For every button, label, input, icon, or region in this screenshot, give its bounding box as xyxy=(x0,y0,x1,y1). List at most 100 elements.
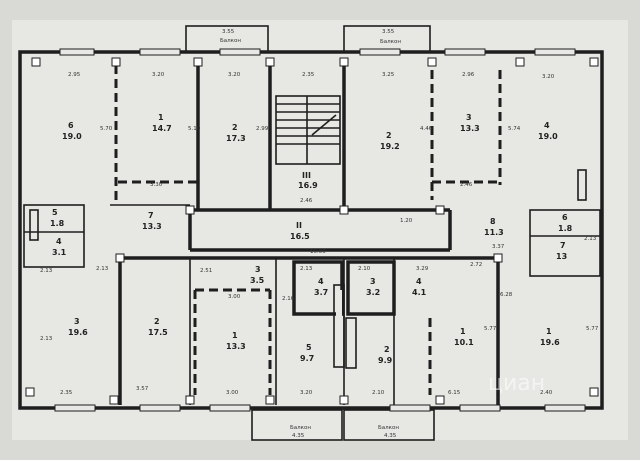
room-area: 17.3 xyxy=(226,134,246,143)
room-number: 7 xyxy=(560,241,566,250)
dim-label: 2.46 xyxy=(300,198,313,204)
room-number: 1 xyxy=(158,113,164,122)
balcony-label: Балкон xyxy=(378,425,399,431)
room-area: 3.7 xyxy=(314,288,328,297)
dim-label: 2.95 xyxy=(68,72,81,78)
room-number: 7 xyxy=(148,211,154,220)
room-number: 2 xyxy=(232,123,238,132)
room-number: 3 xyxy=(370,277,376,286)
room-area: 3.5 xyxy=(250,276,265,285)
room-number: 2 xyxy=(154,317,160,326)
dim-label: 1.20 xyxy=(400,218,413,224)
dim-label: 6.28 xyxy=(500,292,513,298)
room-number: 4 xyxy=(544,121,550,130)
room-labels: 6 19.0 1 14.7 2 17.3 III 16.9 2 19.2 3 1… xyxy=(50,113,573,365)
dim-label: 2.35 xyxy=(60,390,73,396)
room-number: III xyxy=(302,171,311,180)
room-area: 13.3 xyxy=(460,124,480,133)
dim-label: 2.46 xyxy=(460,182,473,188)
dim-label: 3.20 xyxy=(300,390,313,396)
balcony-dim: 4.35 xyxy=(292,433,305,439)
room-number: 3 xyxy=(466,113,472,122)
dim-label: 4.46 xyxy=(420,126,433,132)
dim-label: 3.20 xyxy=(228,72,241,78)
dim-label: 5.10 xyxy=(188,126,201,132)
balcony-bottom-left: Балкон 4.35 xyxy=(251,409,343,441)
dim-label: 5.77 xyxy=(586,326,599,332)
outer-wall xyxy=(18,50,604,410)
room-area: 19.2 xyxy=(380,142,400,151)
room-area: 13.3 xyxy=(226,342,246,351)
dimension-labels: 2.95 3.20 3.20 2.35 3.25 2.96 3.20 5.70 … xyxy=(40,72,599,396)
room-area: 16.5 xyxy=(290,232,310,241)
room-area: 19.0 xyxy=(538,132,558,141)
room-area: 9.9 xyxy=(378,356,393,365)
dim-label: 2.13 xyxy=(96,266,109,272)
room-area: 13.3 xyxy=(142,222,162,231)
room-area: 16.9 xyxy=(298,181,318,190)
room-area: 1.8 xyxy=(558,224,573,233)
dim-label: 3.20 xyxy=(542,74,555,80)
dim-label: 10.00 xyxy=(310,249,326,255)
dim-label: 2.72 xyxy=(470,262,482,268)
balcony-dim: 4.35 xyxy=(384,433,397,439)
room-number: 1 xyxy=(460,327,466,336)
room-area: 19.0 xyxy=(62,132,82,141)
dim-label: 3.30 xyxy=(150,182,163,188)
balcony-label: Балкон xyxy=(290,425,311,431)
room-area: 3.1 xyxy=(52,248,67,257)
room-area: 13 xyxy=(556,252,567,261)
interior-walls xyxy=(23,60,601,405)
room-number: 5 xyxy=(52,208,58,217)
windows-bottom xyxy=(54,404,586,412)
dim-label: 2.96 xyxy=(462,72,475,78)
balcony-dim: 3.55 xyxy=(222,29,235,35)
room-number: 1 xyxy=(232,331,238,340)
room-number: 3 xyxy=(74,317,80,326)
room-number: 4 xyxy=(318,277,324,286)
room-number: 2 xyxy=(386,131,392,140)
dim-label: 2.10 xyxy=(372,390,385,396)
room-area: 9.7 xyxy=(300,354,314,363)
dim-label: 5.77 xyxy=(484,326,497,332)
dim-label: 3.57 xyxy=(136,386,149,392)
room-area: 19.6 xyxy=(68,328,88,337)
dim-label: 5.70 xyxy=(100,126,113,132)
room-number: 2 xyxy=(384,345,390,354)
room-number: 4 xyxy=(416,277,422,286)
dim-label: 2.99 xyxy=(256,126,269,132)
room-area: 19.6 xyxy=(540,338,560,347)
room-number: 4 xyxy=(56,237,62,246)
room-number: 6 xyxy=(562,213,568,222)
dim-label: 6.15 xyxy=(448,390,461,396)
windows-top xyxy=(59,48,576,56)
dim-label: 2.13 xyxy=(40,268,53,274)
room-area: 11.3 xyxy=(484,228,504,237)
dim-label: 2.13 xyxy=(584,236,597,242)
dim-label: 3.00 xyxy=(226,390,239,396)
balcony-dim: 3.55 xyxy=(382,29,395,35)
columns xyxy=(25,57,599,405)
room-number: 3 xyxy=(255,265,261,274)
watermark: циан xyxy=(488,371,545,396)
room-area: 3.2 xyxy=(366,288,380,297)
dim-label: 2.13 xyxy=(300,266,313,272)
dim-label: 3.29 xyxy=(416,266,429,272)
dim-label: 5.74 xyxy=(508,126,521,132)
balcony-label: Балкон xyxy=(220,38,241,44)
balcony-bottom-right: Балкон 4.35 xyxy=(343,409,435,441)
staircase xyxy=(275,95,341,165)
dim-label: 2.10 xyxy=(358,266,371,272)
dim-label: 2.13 xyxy=(40,336,53,342)
dim-label: 3.00 xyxy=(228,294,241,300)
room-area: 14.7 xyxy=(152,124,172,133)
room-number: II xyxy=(296,221,302,230)
room-area: 17.5 xyxy=(148,328,168,337)
room-number: 8 xyxy=(490,217,496,226)
room-area: 1.8 xyxy=(50,219,65,228)
dim-label: 2.40 xyxy=(540,390,553,396)
dim-label: 3.37 xyxy=(492,244,505,250)
balcony-label: Балкон xyxy=(380,39,401,45)
room-number: 5 xyxy=(306,343,312,352)
plan-sheet xyxy=(12,20,628,440)
